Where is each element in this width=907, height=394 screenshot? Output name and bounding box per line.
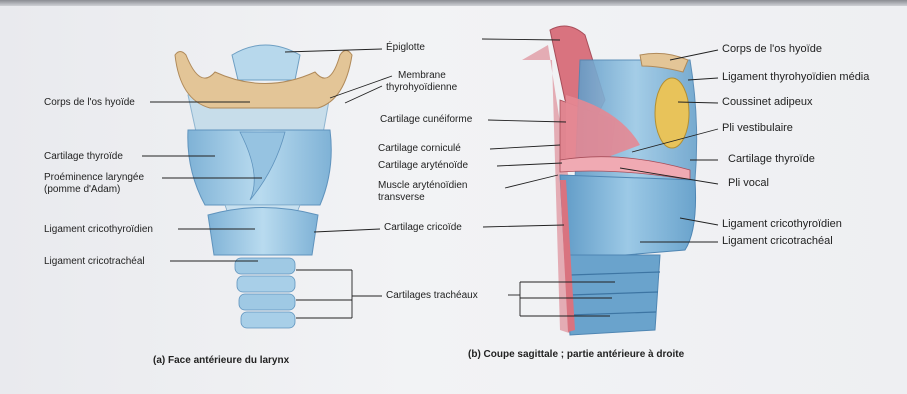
sagittal-larynx-drawing bbox=[522, 26, 697, 335]
label-corniculate: Cartilage corniculé bbox=[378, 143, 461, 154]
label-membrane-sub: thyrohyoïdienne bbox=[386, 82, 457, 93]
epiglottis-shape bbox=[232, 45, 300, 80]
label-thyroid-b: Cartilage thyroïde bbox=[728, 154, 815, 165]
cricoid-cartilage-shape bbox=[208, 208, 318, 256]
cricoid-sagittal-shape bbox=[560, 175, 696, 260]
label-prominence-a: Proéminence laryngée bbox=[44, 172, 144, 183]
label-thyroid-a: Cartilage thyroïde bbox=[44, 151, 123, 162]
fat-pad-shape bbox=[655, 78, 689, 148]
label-hyoid-b: Corps de l'os hyoïde bbox=[722, 44, 822, 55]
label-cuneiform: Cartilage cunéiforme bbox=[380, 114, 472, 125]
caption-b: (b) Coupe sagittale ; partie antérieure … bbox=[468, 349, 684, 360]
label-vestibular: Pli vestibulaire bbox=[722, 123, 793, 134]
tracheal-rings-a bbox=[235, 258, 295, 328]
caption-a: (a) Face antérieure du larynx bbox=[153, 355, 289, 366]
label-hyoid-a: Corps de l'os hyoïde bbox=[44, 97, 135, 108]
label-cricothyroid-b: Ligament cricothyroïdien bbox=[722, 219, 842, 230]
label-arytenoid-muscle: Muscle aryténoïdien bbox=[378, 180, 468, 191]
label-cricoid: Cartilage cricoïde bbox=[384, 222, 462, 233]
anterior-larynx-drawing bbox=[175, 45, 352, 328]
label-arytenoid: Cartilage aryténoïde bbox=[378, 160, 468, 171]
label-thyrohyoid-b: Ligament thyrohyoïdien média bbox=[722, 72, 869, 83]
label-membrane: Membrane bbox=[398, 70, 446, 81]
label-cricothyroid-a: Ligament cricothyroïdien bbox=[44, 224, 153, 235]
label-tracheal: Cartilages trachéaux bbox=[386, 290, 478, 301]
label-cricotracheal-b: Ligament cricotrachéal bbox=[722, 236, 833, 247]
label-epiglottis: Épiglotte bbox=[386, 42, 425, 53]
label-vocal-fold: Pli vocal bbox=[728, 178, 769, 189]
label-arytenoid-muscle-sub: transverse bbox=[378, 192, 425, 203]
label-prominence-sub-a: (pomme d'Adam) bbox=[44, 184, 120, 195]
label-fat-pad: Coussinet adipeux bbox=[722, 97, 813, 108]
label-cricotracheal-a: Ligament cricotrachéal bbox=[44, 256, 145, 267]
